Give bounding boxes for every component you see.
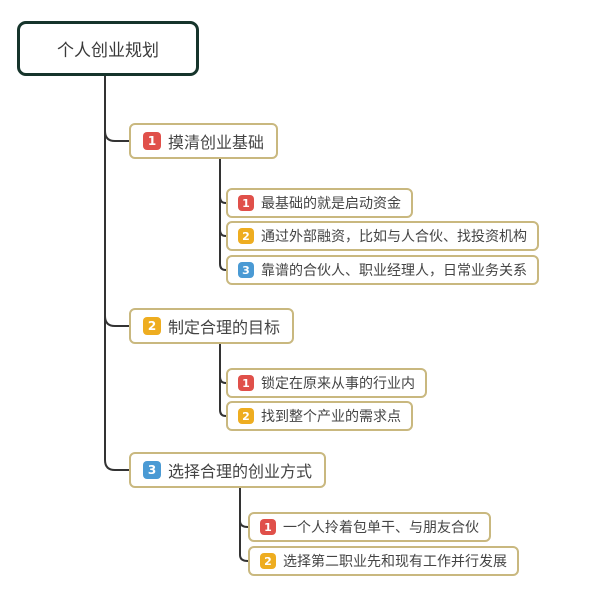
number-badge: 1	[260, 519, 276, 535]
child-label: 选择第二职业先和现有工作并行发展	[283, 554, 507, 570]
child-node-1-1[interactable]: 1 最基础的就是启动资金	[226, 188, 413, 218]
number-badge: 1	[238, 375, 254, 391]
branch-node-1[interactable]: 1 摸清创业基础	[129, 123, 279, 159]
branch-node-2[interactable]: 2 制定合理的目标	[129, 308, 295, 344]
number-badge: 3	[143, 461, 161, 479]
number-badge: 2	[143, 317, 161, 335]
child-label: 通过外部融资，比如与人合伙、找投资机构	[261, 229, 527, 245]
child-node-2-2[interactable]: 2 找到整个产业的需求点	[226, 401, 413, 431]
child-label: 一个人拎着包单干、与朋友合伙	[283, 520, 479, 536]
branch-label: 制定合理的目标	[168, 318, 281, 337]
number-badge: 2	[260, 553, 276, 569]
number-badge: 1	[238, 195, 254, 211]
branch-label: 摸清创业基础	[168, 133, 265, 152]
child-node-1-2[interactable]: 2 通过外部融资，比如与人合伙、找投资机构	[226, 221, 539, 251]
child-node-1-3[interactable]: 3 靠谱的合伙人、职业经理人，日常业务关系	[226, 255, 539, 285]
child-label: 靠谱的合伙人、职业经理人，日常业务关系	[261, 263, 527, 279]
child-node-2-1[interactable]: 1 锁定在原来从事的行业内	[226, 368, 427, 398]
number-badge: 1	[143, 132, 161, 150]
child-label: 锁定在原来从事的行业内	[261, 376, 415, 392]
number-badge: 2	[238, 228, 254, 244]
root-node[interactable]: 个人创业规划	[17, 21, 199, 76]
branch-node-3[interactable]: 3 选择合理的创业方式	[129, 452, 327, 488]
number-badge: 3	[238, 262, 254, 278]
child-label: 找到整个产业的需求点	[261, 409, 401, 425]
number-badge: 2	[238, 408, 254, 424]
root-label: 个人创业规划	[57, 41, 159, 61]
child-node-3-2[interactable]: 2 选择第二职业先和现有工作并行发展	[248, 546, 519, 576]
child-node-3-1[interactable]: 1 一个人拎着包单干、与朋友合伙	[248, 512, 491, 542]
child-label: 最基础的就是启动资金	[261, 196, 401, 212]
branch-label: 选择合理的创业方式	[168, 462, 313, 481]
